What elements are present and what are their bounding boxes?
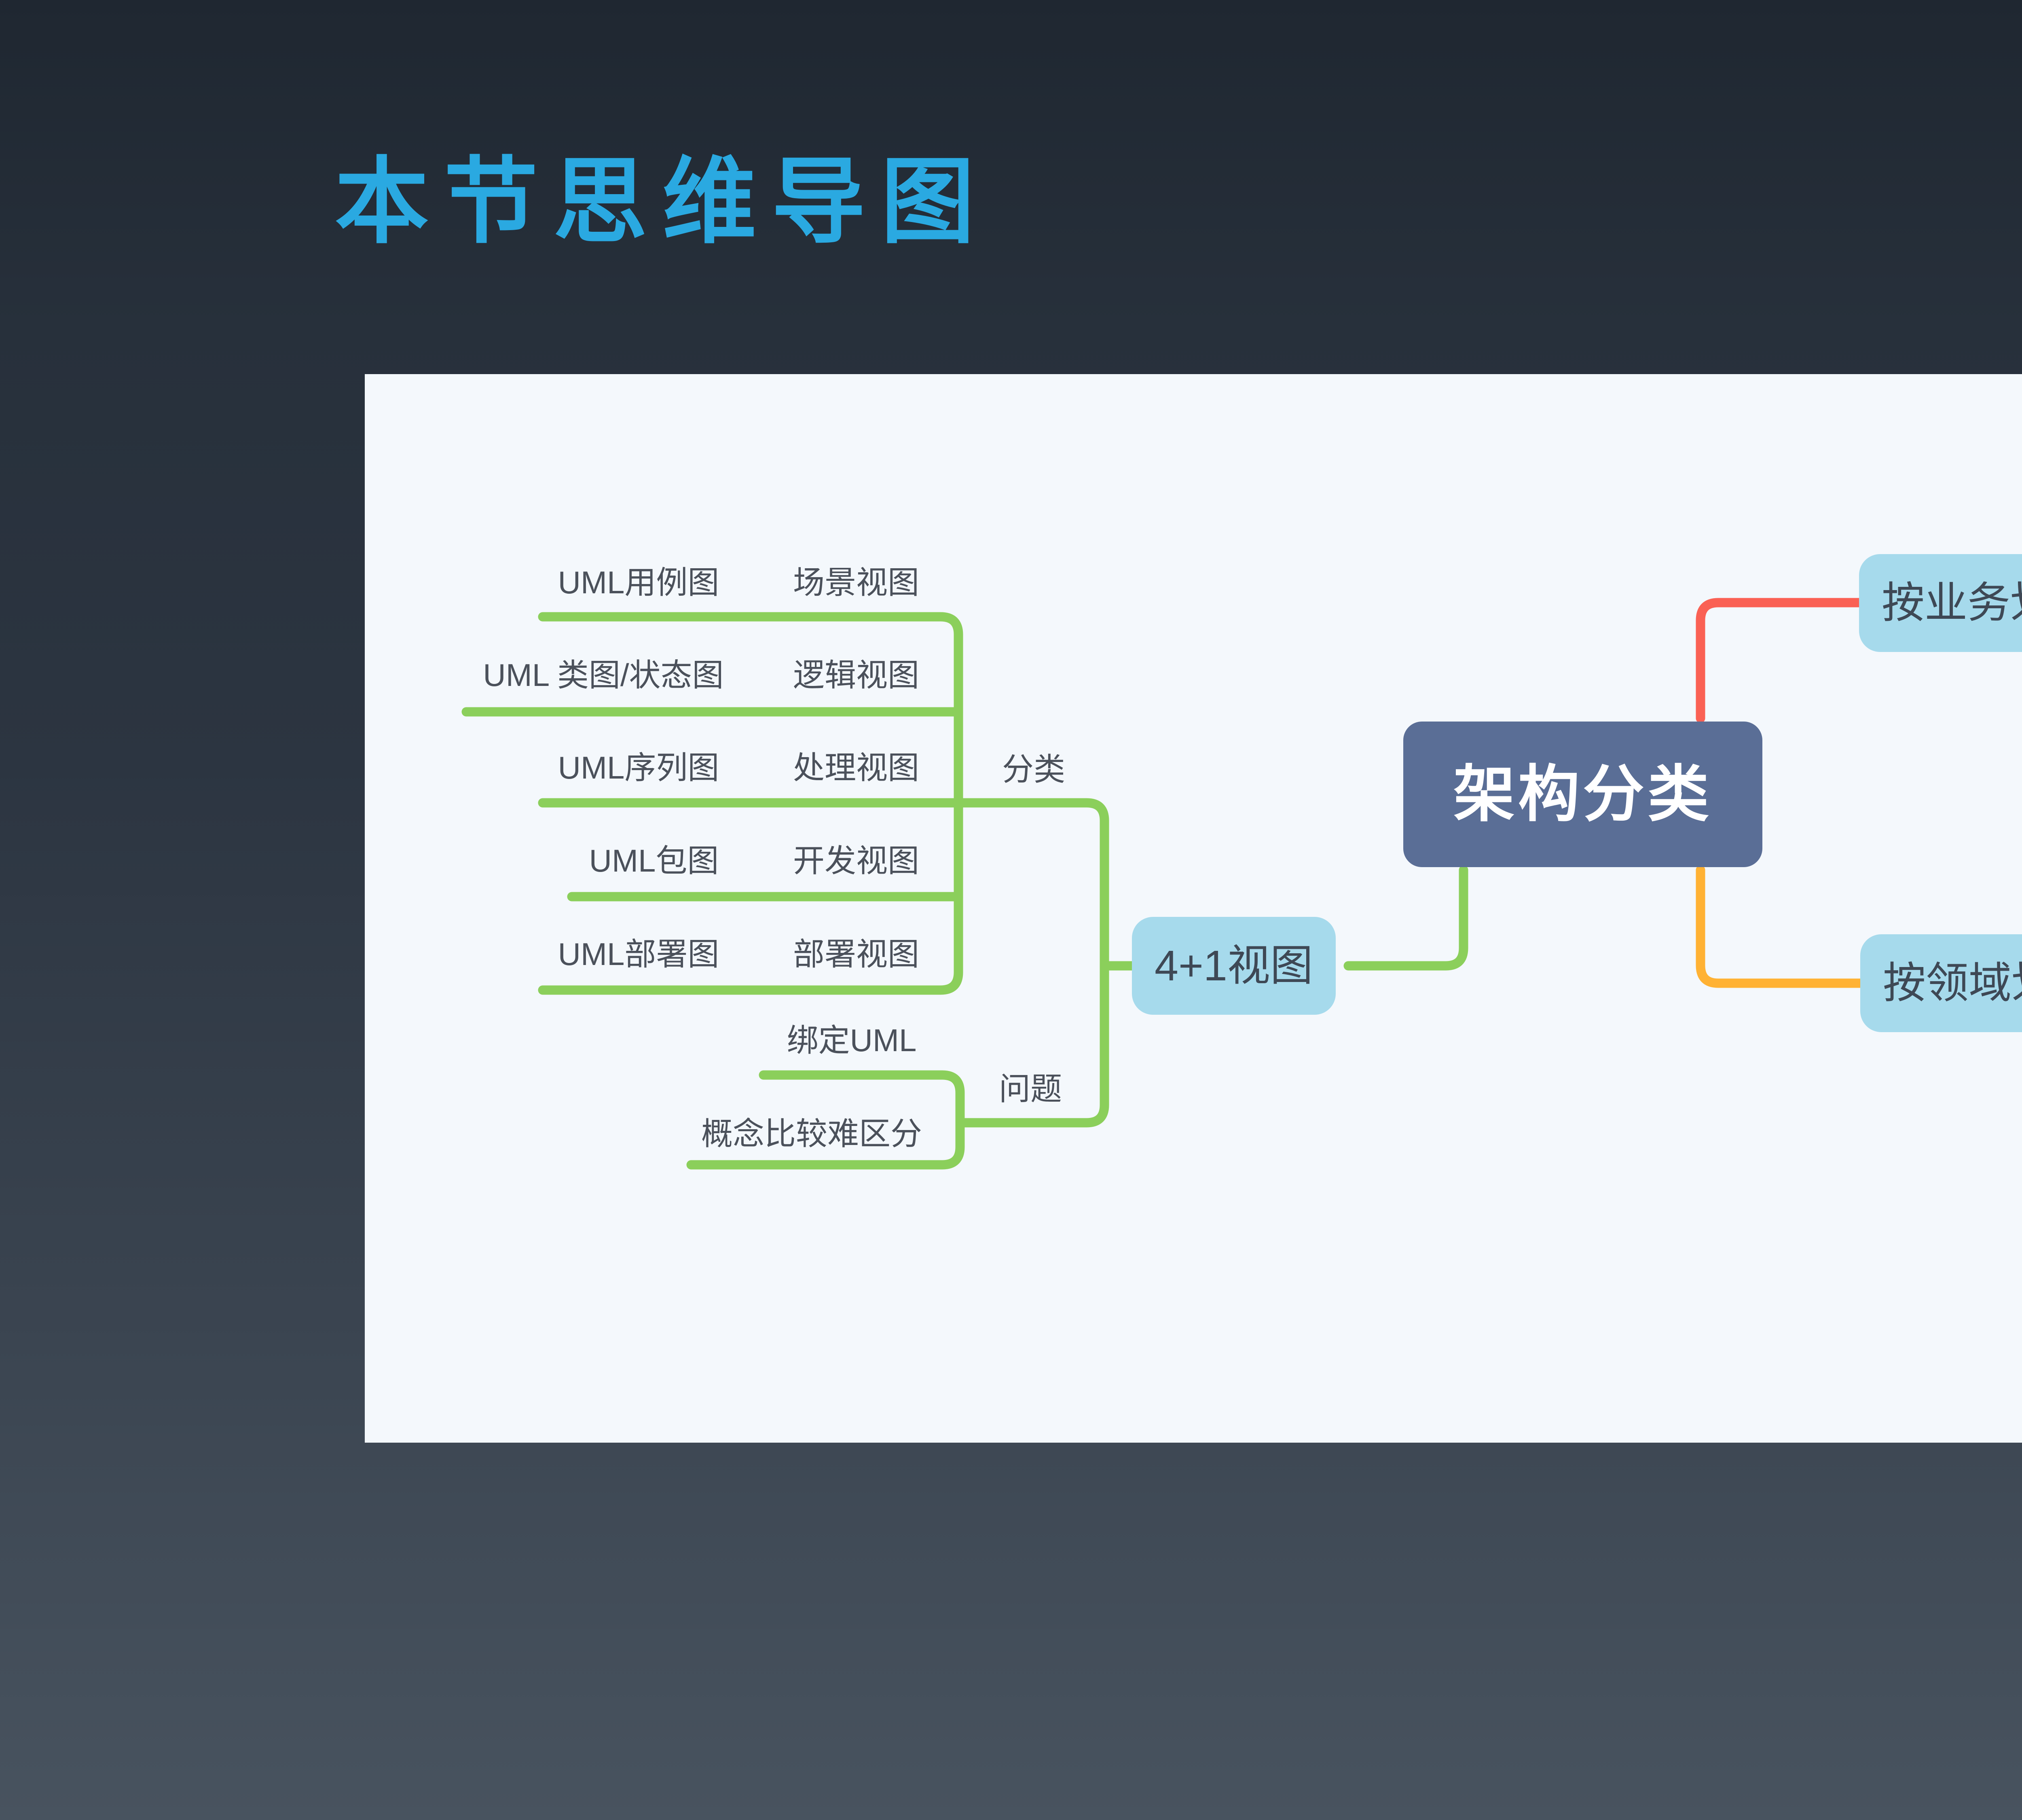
label-uml-class-state-diagram: UML 类图/状态图 [483,657,724,693]
label-problem: 问题 [998,1071,1062,1107]
label-uml-usecase-diagram: UML用例图 [558,565,719,600]
node-by-business: 按业务划分 [1859,554,2022,652]
label-scenario-view: 场景视图 [793,565,920,600]
mindmap-panel [365,374,2022,1443]
label-classification: 分类 [1002,751,1066,787]
node-by-domain: 按领域划分 [1860,934,2022,1032]
label-deployment-view: 部署视图 [793,936,920,972]
label-development-view: 开发视图 [793,843,920,878]
label-bind-uml: 绑定UML [787,1022,917,1058]
label-uml-package-diagram: UML包图 [589,843,719,878]
label-process-view: 处理视图 [793,750,920,785]
page-title: 本节思维导图 [335,150,990,254]
label-uml-sequence-diagram: UML序列图 [558,750,719,785]
label-concepts-hard-to-distinguish: 概念比较难区分 [701,1116,922,1151]
root-node-architecture-classification: 架构分类 [1403,722,1762,867]
node-4plus1-views: 4+1视图 [1132,917,1336,1015]
label-logical-view: 逻辑视图 [793,657,920,693]
label-uml-deployment-diagram: UML部署图 [558,936,719,972]
